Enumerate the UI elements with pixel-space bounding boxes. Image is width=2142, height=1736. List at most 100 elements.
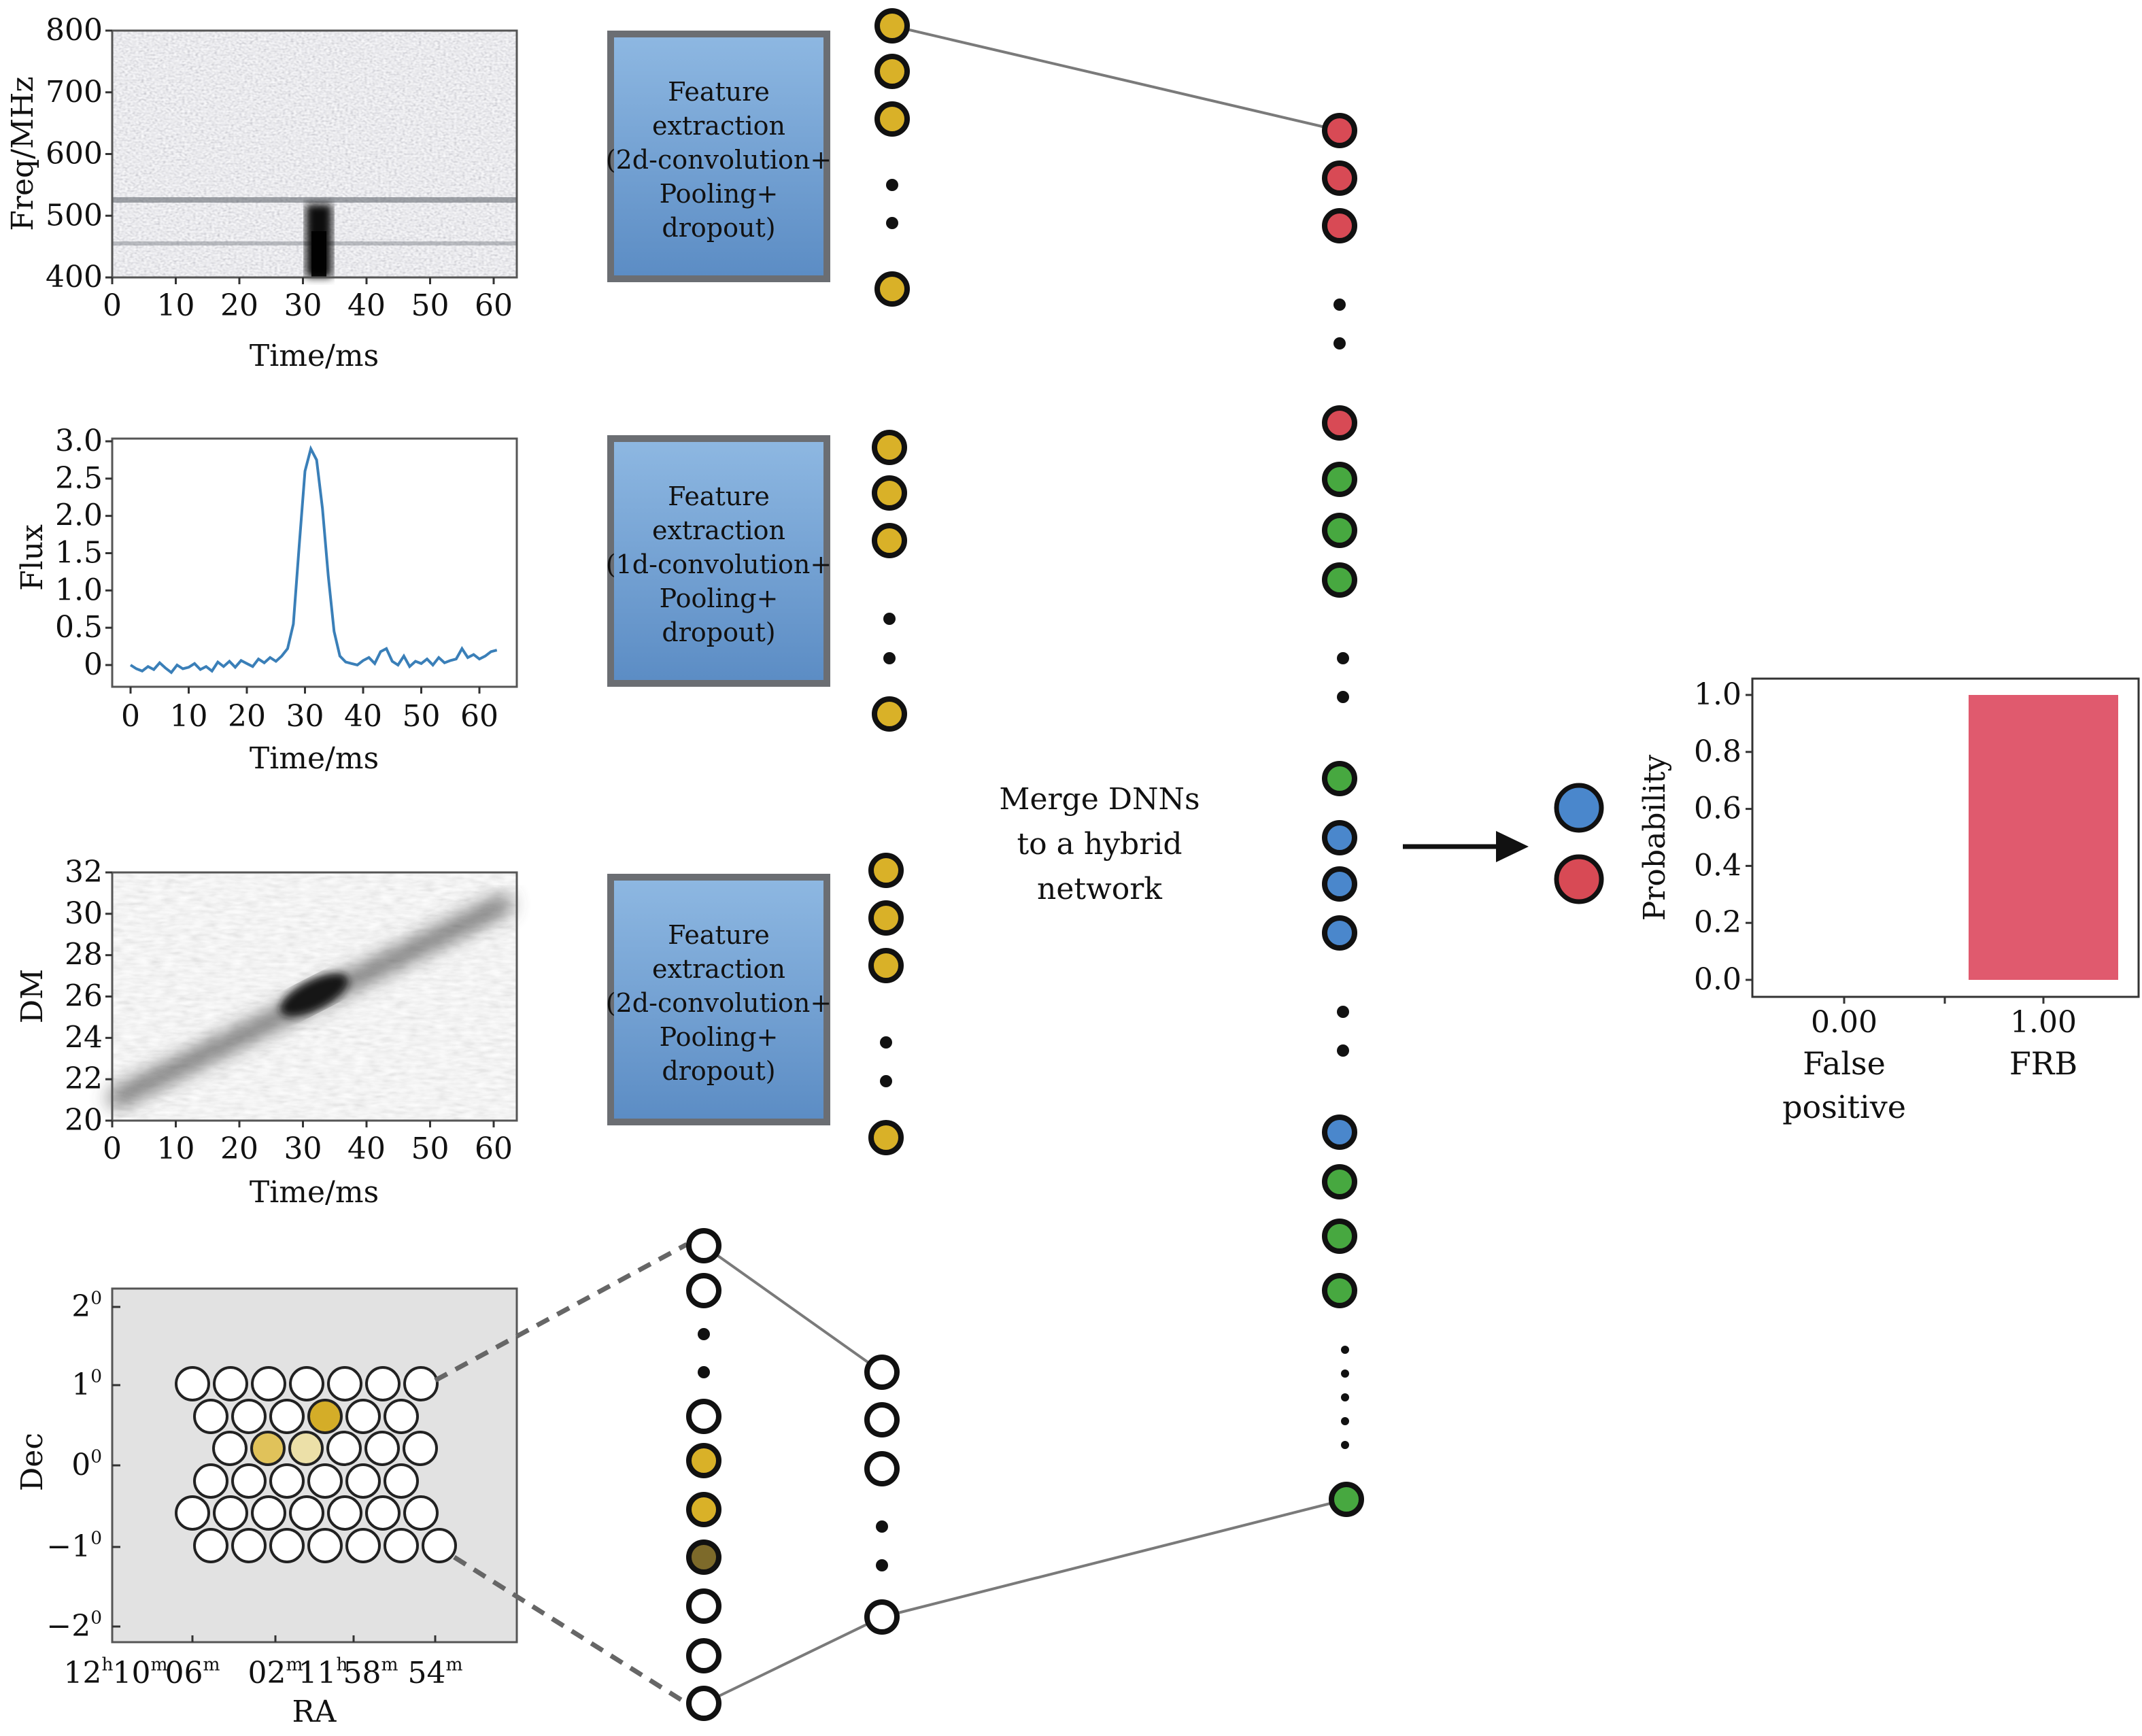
feature-box-2-line: extraction [652,515,785,545]
dec-ytick-label: −10 [46,1528,102,1564]
feature-node-2 [872,523,907,558]
flux-time-xlabel: Time/ms [250,741,379,776]
bar-category-line: positive [1782,1089,1906,1125]
prob-ytick-label: 0.8 [1694,734,1741,769]
beam-grid [175,1366,457,1563]
feature-node-3 [868,1120,904,1155]
dm-time-xlabel: Time/ms [250,1175,379,1210]
ra-xtick-label: 12h [64,1654,114,1690]
flux-xtick-label: 60 [460,699,498,734]
ra-xtick-label-sup: h [102,1654,114,1675]
dec-ytick-label-base: −1 [46,1529,90,1564]
ra-xtick-label-base: 06 [165,1656,203,1690]
dec-ytick-label-base: 1 [71,1367,90,1402]
output-node-false-positive [1554,783,1604,833]
beam-circle [307,1528,343,1563]
dm-xtick-label: 40 [347,1131,386,1166]
freq-xtick-label: 10 [157,288,195,323]
dm-time-ylabel: DM [15,969,50,1023]
network-nodes [686,8,1604,1721]
freq-pulse-signal-core [311,231,326,277]
beam-circle [288,1431,324,1466]
ra-xtick-label-sup: m [203,1654,220,1675]
beam-map-frame [111,1287,518,1644]
ellipsis-dot [1341,1369,1349,1378]
freq-xtick-label: 40 [347,288,386,323]
freq-xtick-label: 0 [103,288,122,323]
feature-box-3-line: dropout) [662,1056,775,1086]
network-connections [702,24,1347,1705]
ra-xtick-label-base: 58 [343,1656,381,1690]
prob-ytick-label: 1.0 [1694,677,1741,712]
freq-rfi-band [112,197,517,203]
dec-ytick-label: −20 [46,1607,102,1644]
dm-ytick-label: 22 [65,1061,103,1096]
merged-node [1322,113,1357,148]
output-arrow [1403,831,1529,862]
flux-ytick-label: 2.0 [55,498,103,533]
ellipsis-dot [886,179,898,191]
ellipsis-dot [876,1520,888,1533]
feature-box-1-line: extraction [652,111,785,141]
ellipsis-dot [880,1075,892,1087]
dm-ytick-label: 24 [65,1020,103,1055]
freq-xtick-label: 20 [220,288,258,323]
beam-circle [384,1528,419,1563]
merged-node [1329,1482,1364,1517]
ellipsis-dot [1341,1346,1349,1354]
output-bar [1969,695,2118,980]
feature-box-1: Feature extraction (2d-convolution+ Pool… [606,31,832,282]
beam-hidden-node [864,1402,900,1437]
merged-node [1322,1273,1357,1308]
beam-circle [365,1366,401,1401]
feature-box-3-body [607,874,830,1125]
feature-box-2-body [607,435,830,687]
prob-ytick-label: 0.0 [1694,962,1741,997]
beam-input-node [686,1273,721,1308]
ra-xtick-label: 54m [407,1654,462,1690]
dec-ytick-label: 20 [71,1288,102,1324]
beam-circle [231,1528,267,1563]
beam-circle [269,1463,305,1499]
ellipsis-dot [1341,1393,1349,1401]
feature-box-1-line: Pooling+ [660,179,779,209]
merge-label-line: network [1037,872,1162,906]
flux-xtick-label: 20 [228,699,266,734]
beam-circle [269,1399,305,1434]
ellipsis-dot [883,613,896,625]
beam-input-node [686,1399,721,1434]
feature-box-1-line: Feature [668,77,770,107]
merged-node [1322,761,1357,796]
merge-label-line: to a hybrid [1017,827,1182,862]
dec-ytick-label-base: 0 [71,1448,90,1482]
connection-line [703,1616,883,1705]
flux-xtick-label: 50 [403,699,441,734]
beam-circle [175,1495,210,1531]
feature-box-1-line: (2d-convolution+ [606,145,832,175]
flux-time-series-line [129,445,498,675]
freq-ytick-label: 400 [46,260,103,294]
ellipsis-dot [1337,1006,1349,1018]
merged-node [1322,562,1357,598]
feature-node-1 [874,8,910,44]
dm-ytick-label: 32 [65,855,103,889]
feature-box-2-line: Pooling+ [660,583,779,613]
beam-input-node [686,1539,721,1575]
ellipsis-dot [883,652,896,664]
beam-hidden-node [864,1599,900,1635]
beam-input-node [686,1443,721,1478]
ra-xtick-label-sup: m [286,1654,303,1675]
merged-node [1322,208,1357,243]
flux-ytick-label: 2.5 [55,461,103,496]
beam-map-connector-top [434,1242,688,1383]
freq-ytick-label: 500 [46,198,103,233]
flux-ytick-label: 1.5 [55,536,103,571]
flux-ytick-label: 0 [84,647,103,682]
merged-node [1322,405,1357,441]
feature-node-2 [872,475,907,511]
beam-circle [269,1528,305,1563]
feature-box-3-line: (2d-convolution+ [606,988,832,1018]
